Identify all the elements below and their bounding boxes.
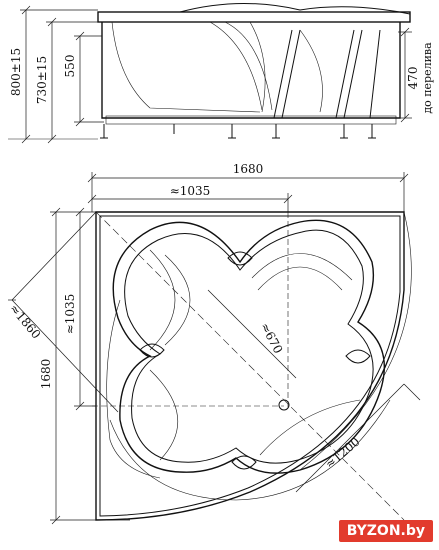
- overflow-label: до перелива: [421, 42, 434, 114]
- dim-670-label: ≈670: [258, 320, 286, 356]
- dim-1035-top-label: ≈1035: [170, 184, 211, 198]
- dim-730-label: 730±15: [35, 56, 49, 104]
- side-view: 800±15 730±15 550 470 до перелива: [8, 3, 434, 144]
- drain-hole: [278, 399, 290, 411]
- rim-curve: [179, 3, 411, 15]
- tub-body: [101, 22, 401, 119]
- dim-470-label: 470: [406, 67, 420, 90]
- clover-basin: [106, 219, 391, 501]
- dim-1680-left-label: 1680: [39, 359, 53, 390]
- dim-1680-top-label: 1680: [233, 162, 264, 176]
- dim-800-label: 800±15: [9, 48, 23, 96]
- tub-outline-plan: [95, 211, 405, 521]
- dim-550-label: 550: [63, 55, 77, 78]
- legs: [100, 124, 376, 139]
- dim-1035-left-label: ≈1035: [63, 294, 77, 335]
- tub-rim: [97, 11, 411, 23]
- dim-1860-label: ≈1860: [7, 301, 44, 341]
- plan-view: 1680 ≈1035 1680 ≈1035 ≈1860: [7, 162, 421, 525]
- brand-watermark: BYZON.by: [338, 520, 433, 542]
- dim-1200-label: ≈1200: [322, 435, 362, 472]
